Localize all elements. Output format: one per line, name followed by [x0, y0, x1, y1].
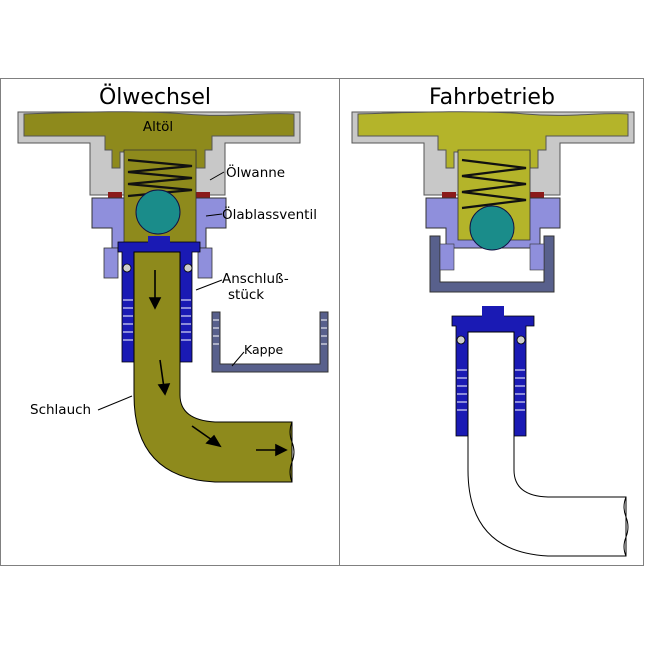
label-schlauch: Schlauch [30, 402, 91, 418]
hose-cut-edge-right [623, 496, 629, 557]
label-kappe: Kappe [244, 342, 284, 357]
valve-ball-right [469, 205, 515, 251]
label-ventil: Ölablassventil [222, 205, 317, 223]
seal-left [108, 192, 122, 198]
seal-right-right [530, 192, 544, 198]
right-assembly [351, 111, 635, 557]
o-ring-left [122, 263, 132, 273]
hose-cut-edge [289, 421, 295, 483]
label-anschluss-line2: stück [228, 287, 264, 303]
panel-right-title: Fahrbetrieb [429, 85, 555, 110]
hose-with-oil [133, 251, 293, 483]
valve-spring-right [461, 158, 527, 210]
seal-right [196, 192, 210, 198]
cap [211, 311, 329, 373]
fitting-ribs-detached [457, 369, 525, 411]
fitting-ribs [123, 299, 191, 341]
valve-thread-right [197, 247, 213, 279]
label-altoel: Altöl [143, 119, 173, 135]
o-ring-right-detached [516, 335, 526, 345]
valve-spring [127, 158, 193, 198]
leader-lines [97, 171, 245, 411]
fitting-pin-detached [482, 306, 504, 318]
o-ring-left-detached [456, 335, 466, 345]
o-ring-right [183, 263, 193, 273]
seal-left-right [442, 192, 456, 198]
label-anschluss-line1: Anschluß- [222, 271, 289, 287]
panel-left-title: Ölwechsel [99, 84, 211, 110]
valve-ball [135, 189, 181, 235]
fitting-pin [148, 236, 170, 246]
label-oelwanne: Ölwanne [226, 163, 285, 181]
left-assembly: Altöl Ölwanne Ölablassventil Anschluß- s… [17, 111, 329, 483]
hose-empty [467, 331, 627, 557]
flow-arrows [148, 270, 288, 457]
cap-thread [213, 319, 327, 345]
valve-thread-left [103, 247, 119, 279]
valve-thread-right-panel [439, 243, 545, 271]
